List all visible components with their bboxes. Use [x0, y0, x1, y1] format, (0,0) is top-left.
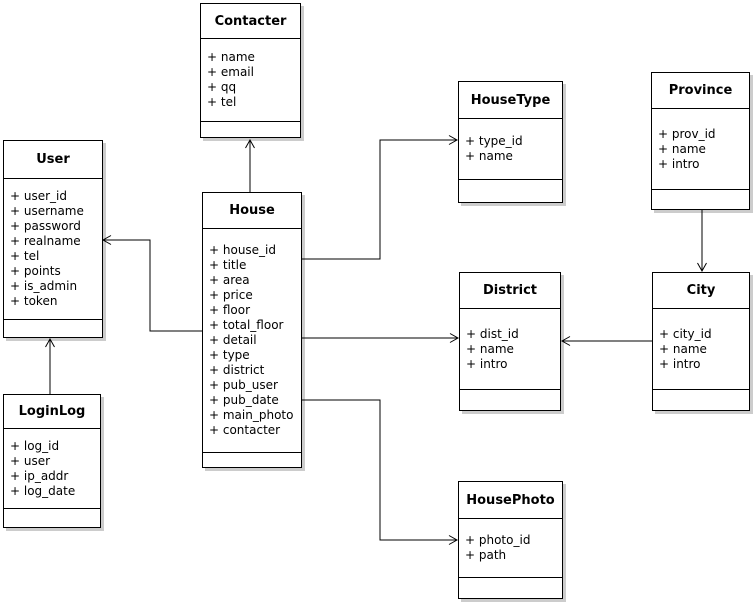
attribute: + photo_id: [465, 533, 531, 547]
attribute: + password: [10, 219, 81, 233]
attribute-list: + photo_id + path: [459, 519, 562, 577]
attribute-list: + log_id + user + ip_addr + log_date: [4, 429, 100, 508]
attribute: + intro: [658, 156, 700, 171]
attribute: + floor: [209, 303, 251, 317]
attribute: + name: [658, 141, 706, 156]
attribute-list: + type_id + name: [459, 119, 562, 179]
attribute: + district: [209, 363, 265, 377]
connector-house-to-housephoto: [302, 399, 459, 545]
class-housetype: HouseType + type_id + name: [458, 81, 563, 203]
attribute: + username: [10, 204, 84, 218]
attribute: + area: [209, 273, 250, 287]
attribute: + qq: [207, 80, 237, 94]
attribute: + token: [10, 294, 58, 308]
class-title: City: [653, 273, 749, 309]
attribute: + log_id: [10, 438, 60, 453]
attribute: + prov_id: [658, 126, 716, 141]
attribute: + title: [209, 258, 247, 272]
attribute: + total_floor: [209, 318, 284, 332]
connector-house-to-housetype: [302, 135, 459, 260]
attribute: + tel: [207, 95, 237, 109]
class-loginlog: LoginLog + log_id + user + ip_addr + log…: [3, 394, 101, 528]
connector-house-to-user: [101, 235, 202, 332]
class-title: LoginLog: [4, 395, 100, 429]
class-user: User + user_id + username + password + r…: [3, 140, 103, 338]
operations-compartment: [203, 452, 301, 467]
class-title: User: [4, 141, 102, 179]
class-title: Province: [652, 73, 749, 109]
operations-compartment: [4, 319, 102, 337]
class-province: Province + prov_id + name + intro: [651, 72, 750, 210]
attribute: + pub_date: [209, 393, 279, 407]
attribute: + user_id: [10, 189, 67, 203]
attribute: + type_id: [465, 134, 523, 148]
class-title: HousePhoto: [459, 482, 562, 519]
attribute: + contacter: [209, 423, 281, 437]
class-city: City + city_id + name + intro: [652, 272, 750, 411]
attribute: + pub_user: [209, 378, 278, 392]
attribute: + points: [10, 264, 61, 278]
attribute: + detail: [209, 333, 257, 347]
operations-compartment: [653, 389, 749, 410]
attribute-list: + house_id + title + area + price + floo…: [203, 229, 301, 452]
attribute: + intro: [659, 356, 701, 371]
attribute: + intro: [466, 356, 508, 371]
class-contacter: Contacter + name + email + qq + tel: [200, 3, 301, 138]
attribute-list: + dist_id + name + intro: [460, 309, 560, 389]
attribute: + city_id: [659, 326, 712, 341]
attribute: + log_date: [10, 483, 76, 498]
attribute: + name: [465, 149, 513, 163]
attribute-list: + city_id + name + intro: [653, 309, 749, 389]
attribute-list: + name + email + qq + tel: [201, 39, 300, 121]
attribute: + name: [659, 341, 707, 356]
attribute: + email: [207, 65, 254, 79]
attribute: + path: [465, 548, 507, 562]
class-district: District + dist_id + name + intro: [459, 272, 561, 411]
class-housephoto: HousePhoto + photo_id + path: [458, 481, 563, 599]
operations-compartment: [460, 389, 560, 410]
attribute: + price: [209, 288, 253, 302]
operations-compartment: [459, 179, 562, 202]
attribute: + ip_addr: [10, 468, 69, 483]
operations-compartment: [652, 189, 749, 209]
class-title: House: [203, 193, 301, 229]
attribute: + name: [207, 50, 255, 64]
attribute: + tel: [10, 249, 40, 263]
operations-compartment: [4, 508, 100, 527]
attribute: + is_admin: [10, 279, 78, 293]
attribute-list: + user_id + username + password + realna…: [4, 179, 102, 319]
attribute: + realname: [10, 234, 81, 248]
class-title: Contacter: [201, 4, 300, 39]
attribute-list: + prov_id + name + intro: [652, 109, 749, 189]
operations-compartment: [201, 121, 300, 137]
attribute: + dist_id: [466, 326, 519, 341]
attribute: + house_id: [209, 243, 277, 257]
attribute: + name: [466, 341, 514, 356]
attribute: + type: [209, 348, 250, 362]
attribute: + main_photo: [209, 408, 294, 422]
class-house: House + house_id + title + area + price …: [202, 192, 302, 468]
attribute: + user: [10, 453, 51, 468]
class-title: HouseType: [459, 82, 562, 119]
operations-compartment: [459, 577, 562, 598]
class-title: District: [460, 273, 560, 309]
